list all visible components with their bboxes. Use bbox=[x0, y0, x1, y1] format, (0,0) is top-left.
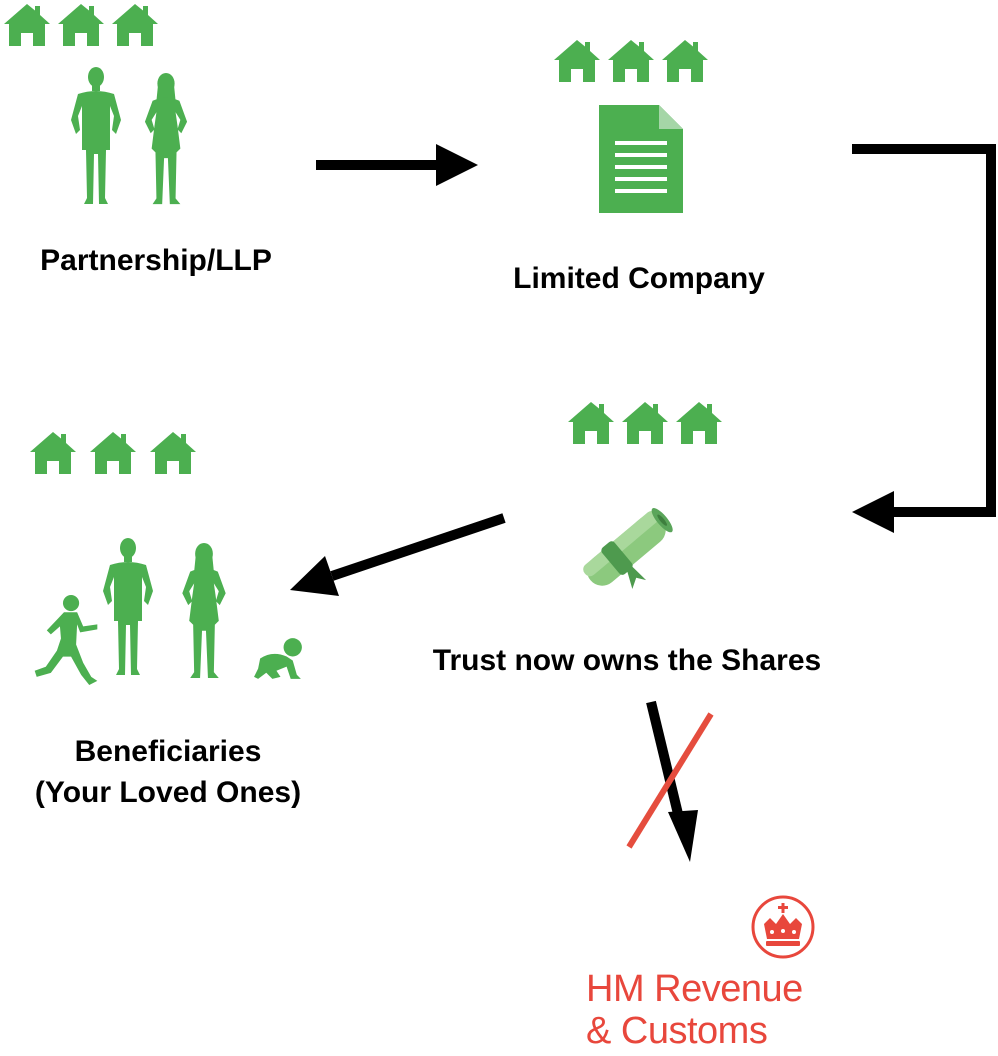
arrow-company-to-trust bbox=[852, 144, 996, 533]
limited-company-label: Limited Company bbox=[513, 262, 765, 295]
hmrc-name-line2: & Customs bbox=[586, 1010, 768, 1052]
beneficiaries-label: Beneficiaries bbox=[74, 735, 262, 768]
cross-out-line bbox=[626, 712, 714, 849]
arrow-trust-to-beneficiaries bbox=[290, 513, 506, 596]
beneficiaries-sublabel: (Your Loved Ones) bbox=[34, 776, 302, 809]
partnership-label: Partnership/LLP bbox=[40, 244, 272, 277]
hmrc-name-line1: HM Revenue bbox=[586, 968, 803, 1010]
arrow-partnership-to-company bbox=[316, 144, 478, 186]
trust-label: Trust now owns the Shares bbox=[432, 644, 822, 677]
arrow-trust-to-hmrc bbox=[646, 700, 698, 862]
crown-crest-icon bbox=[751, 895, 815, 959]
